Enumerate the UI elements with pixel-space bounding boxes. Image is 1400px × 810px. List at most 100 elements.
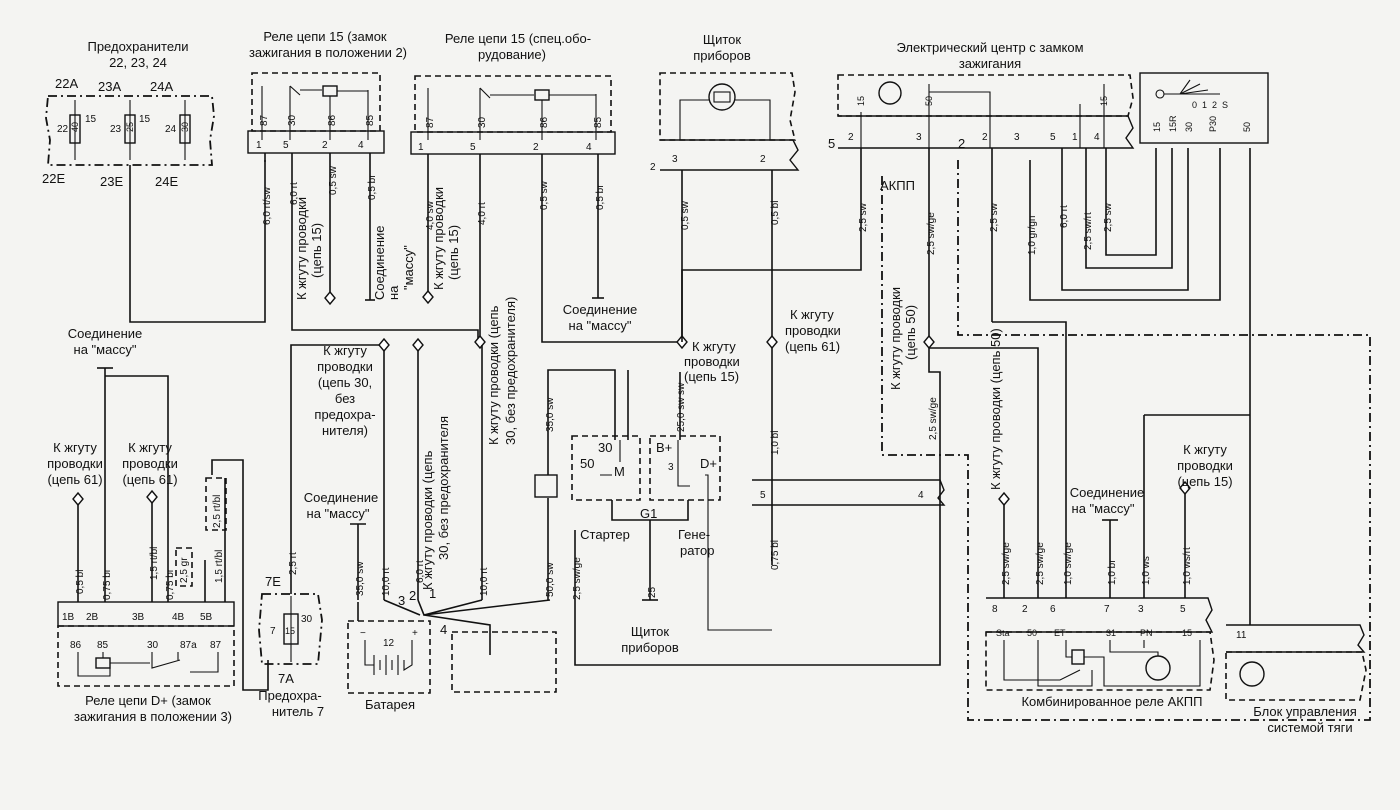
traction-transistor-icon [1239,661,1265,687]
wire-10br: 1,0 br [1107,559,1118,585]
lock-out-15r: 15R [1168,115,1178,132]
relay15-spec-sock-1: 1 [418,142,424,153]
battery-warning-icon [713,91,731,103]
fuse7-num: 7 [270,626,276,637]
wire-35sw-a: 35,0 sw [355,561,366,596]
harness-30-a: К жгуту проводки (цепь 30, без предохра-… [314,343,375,438]
combi-pin-15: 15 [1182,628,1192,638]
starter-motor: M [614,464,625,479]
wire-6rt-b: 6,0 rt [1059,205,1070,228]
harness-30-a-1: К жгуту [323,343,367,358]
cluster-title-2: приборов [693,48,751,63]
traction-pin-11: 11 [1236,630,1247,641]
fuse-23a-label: 23A [98,79,121,94]
wire-25swge-e: 2,5 sw/ge [1035,542,1046,585]
harness-left-61-a: К жгуту проводки (цепь 61) [47,440,103,507]
solenoid-box [534,474,558,498]
relay15-ign-sock-4: 4 [358,140,364,151]
harness-15-r-1: К жгуту [1183,442,1227,457]
harness-left-61-a-1: К жгуту [53,440,97,455]
ecenter-side-2: 2 [958,136,965,151]
ground-2: Соединение на "массу" [563,297,637,333]
harness-15-r-2: проводки [1177,458,1233,473]
ground-5: Соединение на "массу" [1070,485,1144,521]
wire-10grgn: 1,0 gr/gn [1027,216,1038,255]
harness-30-a-2: проводки [317,359,373,374]
relay15-ign-sock-5: 5 [283,140,289,151]
relay15-spec-pin-85: 85 [593,116,604,128]
relay15-ign-pin-85: 85 [365,114,376,126]
dplus-sock-2b: 2B [86,612,99,623]
gen-label-2: ратор [680,543,714,558]
battery-term-1: 1 [429,586,436,601]
instrument-cluster: Щиток приборов 3 2 2 [650,32,800,173]
lock-out-p30: P30 [1208,116,1218,132]
harness-15-b: К жгуту проводки (цепь 15) [422,187,461,305]
lock-out-30: 30 [1184,122,1194,132]
wire-25sw-a: 2,5 sw [858,202,869,232]
combi-pin-pn: PN [1140,628,1153,638]
fuse-23-rating: 25 [125,122,135,132]
battery-voltage: 12 [383,638,395,649]
combi-relay: 8 2 6 7 3 5 Sta 50 ET 31 PN 15 Комбиниро… [985,597,1215,709]
akpp-label: АКПП [880,178,915,193]
harness-15-a: К жгуту проводки (цепь 15) [294,197,336,306]
battery-term-3: 3 [398,593,405,608]
wire-6rt-a: 6,0 rt [289,182,300,205]
combi-pin-et: ET [1054,628,1066,638]
cluster-title-1: Щиток [703,32,741,47]
harness-starter-1: К жгуту [692,339,736,354]
fuse-24: 30 24 [165,100,191,160]
fuse-24a-label: 24A [150,79,173,94]
harness-left-61-b-connector [146,489,158,505]
harness-30-c-2: 30, без предохранителя [436,416,451,560]
cluster-side-2: 2 [650,162,656,173]
harness-30-a-6: нителя) [322,423,368,438]
dplus-pin-85: 85 [97,640,109,651]
relay15-spec-wire-labels: 4,0 sw 4,0 rt 0,5 sw 0,5 br [425,180,606,230]
harness-50-connector [923,334,935,350]
relay15-ign-title-1: Реле цепи 15 (замок [263,29,387,44]
wire-075bl: 0,75 bl [770,540,781,570]
harness-30-b-2: 30, без предохранителя) [503,297,518,445]
ground-1-b: на [386,285,401,300]
ecenter-sock-3b: 3 [1014,132,1020,143]
fuse-24-rating: 30 [180,122,190,132]
harness-50-b-1: К жгуту проводки (цепь 50) [988,328,1003,490]
wire-25swge-a: 2,5 sw/ge [926,212,937,255]
combi-sock-2: 2 [1022,604,1028,615]
wire-05sw-b: 0,5 sw [539,180,550,210]
wire-10rt-a: 10,0 rt [381,567,392,596]
wire-25swge-b: 2,5 sw/ge [928,397,939,440]
harness-50-b-connector [998,491,1010,507]
fuse-22-num: 22 [57,124,69,135]
ground-2-b: на "массу" [569,318,632,333]
dplus-pin-86: 86 [70,640,82,651]
wire-075br-a: 0,75 br [102,568,113,600]
relay15-ign-title-2: зажигания в положении 2) [249,45,407,60]
dplus-pin-87a: 87a [180,640,197,651]
wire-4sw: 4,0 sw [425,200,436,230]
harness-61-1: К жгуту [790,307,834,322]
harness-15-r-connector [1179,480,1191,496]
harness-left-61-b-2: проводки [122,456,178,471]
lock-pos-s: S [1222,100,1228,110]
fuses-numbers: 22, 23, 24 [109,55,167,70]
battery-term-4: 4 [440,622,447,637]
fuse7-title-1: Предохра- [258,688,321,703]
harness-15-a-connector [324,290,336,306]
battery: − + 12 3 2 1 4 Батарея [347,586,447,712]
wire-25rtbl: 2,5 rt/bl [212,495,223,528]
relay15-spec-sock-5: 5 [470,142,476,153]
wire-35sw-b: 35,0 sw [545,397,556,432]
harness-30-b-1: К жгуту проводки (цепь [486,305,501,445]
starter: 30 50 M Стартер [571,435,641,542]
lock-pos-0: 0 [1192,100,1197,110]
ground-1: Соединение на "массу" [365,226,416,301]
harness-30-a-connector [378,337,390,353]
relay15-spec-title-1: Реле цепи 15 (спец.обо- [445,31,591,46]
harness-left-61-b: К жгуту проводки (цепь 61) [122,440,178,505]
harness-50-2: (цепь 50) [903,305,918,360]
fuse-23: 25 23 15 [110,100,151,160]
harness-30-a-3: (цепь 30, [318,375,372,390]
